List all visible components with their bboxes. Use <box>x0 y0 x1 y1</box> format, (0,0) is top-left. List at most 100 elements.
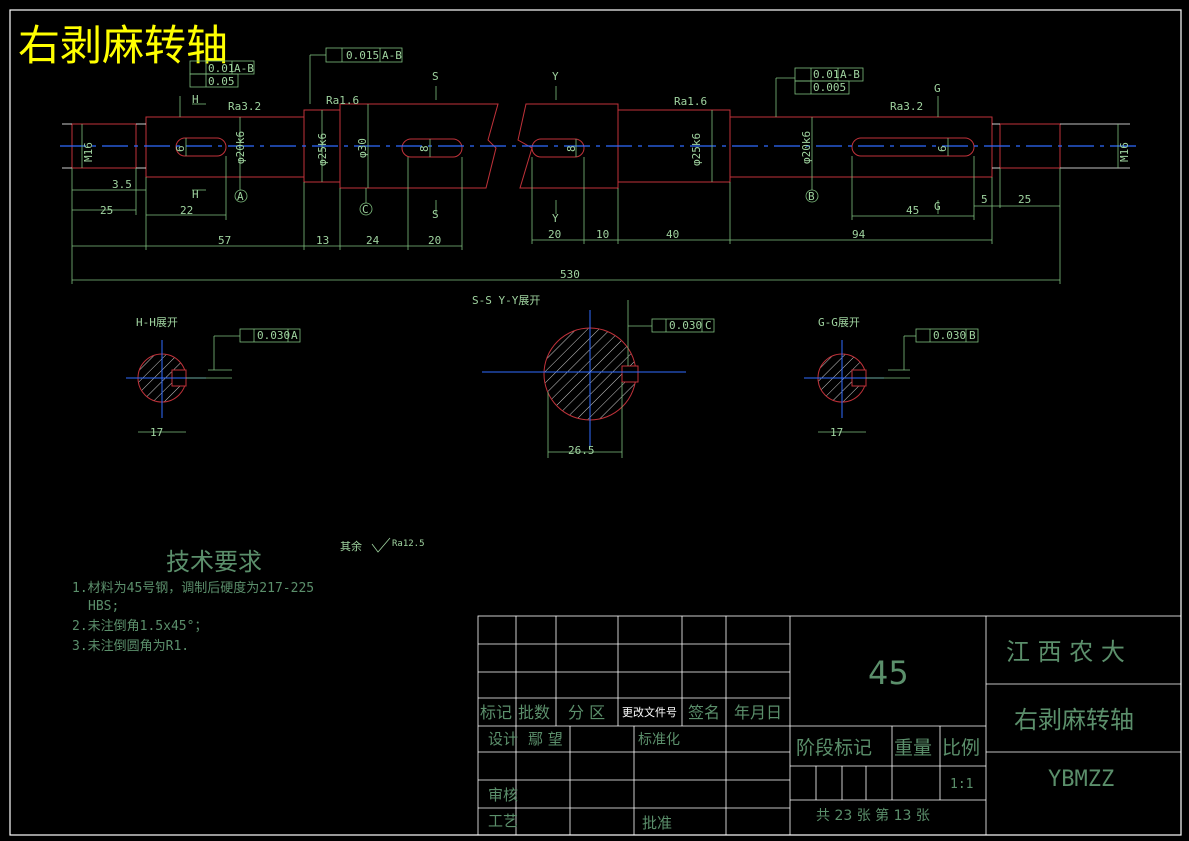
process-label: 工艺 <box>488 812 518 830</box>
ratio-label: 比例 <box>942 737 980 759</box>
dim-m16-right: M16 <box>1118 142 1131 162</box>
section-gg-view <box>804 335 916 433</box>
drawing-title: 右剥麻转轴 <box>18 21 228 70</box>
datum-b-circle <box>805 189 819 203</box>
section-g-top: G <box>934 82 941 95</box>
row-label-sign: 签名 <box>688 703 720 722</box>
row-label-zone: 分 区 <box>568 703 605 722</box>
tol-sym-1-ref: A <box>291 329 298 342</box>
dim-22: 22 <box>180 204 193 217</box>
datum-c-circle <box>359 202 373 216</box>
dim-3-5: 3.5 <box>112 178 132 191</box>
dim-phi20-left: φ20k6 <box>234 131 247 164</box>
dim-phi25-right: φ25k6 <box>690 133 703 166</box>
row-label-change-doc: 更改文件号 <box>622 705 677 719</box>
roughness-1: Ra3.2 <box>228 100 261 113</box>
dim-10: 10 <box>596 228 609 241</box>
dim-keyway-6-right: 6 <box>936 145 949 152</box>
dim-20-b: 20 <box>548 228 561 241</box>
dim-45: 45 <box>906 204 919 217</box>
designer-name: 鄢 望 <box>528 730 563 748</box>
material-value: 45 <box>868 654 909 692</box>
dim-m16-left: M16 <box>82 142 95 162</box>
tol-runout-2-ref: A-B <box>234 62 254 75</box>
roughness-symbol <box>371 537 391 553</box>
tol-cyl-2: 0.005 <box>813 81 846 94</box>
dim-57: 57 <box>218 234 231 247</box>
dim-20-a: 20 <box>428 234 441 247</box>
rest-roughness-value: Ra12.5 <box>392 539 425 549</box>
dim-keyway-8-b: 8 <box>565 145 578 152</box>
roughness-3: Ra1.6 <box>674 95 707 108</box>
row-label-date: 年月日 <box>734 703 782 722</box>
section-s-bottom: S <box>432 208 439 221</box>
design-label: 设计 <box>488 730 518 748</box>
tech-item-3: 3.未注倒圆角为R1. <box>72 639 189 654</box>
section-hh-width: 17 <box>150 426 163 439</box>
section-gg-label: G-G展开 <box>818 316 860 329</box>
tech-item-1b: HBS; <box>88 599 119 614</box>
section-gg-width: 17 <box>830 426 843 439</box>
section-ss-width: 26.5 <box>568 444 595 457</box>
tech-heading: 技术要求 <box>166 548 262 576</box>
tol-sym-2: 0.030 <box>669 319 702 332</box>
tol-sym-3-ref: B <box>969 329 976 342</box>
scale-value: 1:1 <box>950 777 973 792</box>
section-hh-label: H-H展开 <box>136 316 178 329</box>
dim-phi25-left: φ25k6 <box>316 133 329 166</box>
section-y-bottom: Y <box>552 212 559 225</box>
review-label: 审核 <box>488 786 518 804</box>
datum-a-circle <box>234 189 248 203</box>
title-block-grid <box>477 615 1182 836</box>
school-name: 江 西 农 大 <box>1006 638 1125 666</box>
stage-label: 阶段标记 <box>796 737 872 759</box>
tol-sym-1: 0.030 <box>257 329 290 342</box>
dim-13: 13 <box>316 234 329 247</box>
dim-5: 5 <box>981 193 988 206</box>
row-label-mark: 标记 <box>480 703 512 722</box>
weight-label: 重量 <box>894 737 932 759</box>
dimension-lines <box>71 54 1119 284</box>
section-h-bottom: H <box>192 188 199 201</box>
tol-sym-3: 0.030 <box>933 329 966 342</box>
section-y-top: Y <box>552 70 559 83</box>
dim-24: 24 <box>366 234 380 247</box>
dim-25-right: 25 <box>1018 193 1031 206</box>
dim-94: 94 <box>852 228 866 241</box>
tol-runout-2: 0.01 <box>208 62 235 75</box>
tolerance-frames <box>189 47 979 343</box>
dim-keyway-6-left: 6 <box>174 145 187 152</box>
dim-keyway-8-a: 8 <box>418 145 431 152</box>
section-ss-view <box>482 300 686 458</box>
datum-b-label: B <box>808 190 815 203</box>
section-g-bottom: G <box>934 200 941 213</box>
roughness-2: Ra1.6 <box>326 94 359 107</box>
datum-a-label: A <box>237 190 244 203</box>
rest-roughness-label: 其余 <box>340 539 362 553</box>
section-hh-view <box>126 335 240 433</box>
tech-item-1: 1.材料为45号钢，调制后硬度为217-225 <box>72 580 314 596</box>
dim-phi20-right: φ20k6 <box>800 131 813 164</box>
dim-530: 530 <box>560 268 580 281</box>
sheet-count: 共 23 张 第 13 张 <box>816 807 930 824</box>
tol-runout-3: 0.01 <box>813 68 840 81</box>
roughness-4: Ra3.2 <box>890 100 923 113</box>
approve-label: 批准 <box>642 814 672 832</box>
dim-25-left: 25 <box>100 204 113 217</box>
tol-runout-3-ref: A-B <box>840 68 860 81</box>
drawing-code: YBMZZ <box>1048 767 1114 792</box>
section-ss-label: S-S Y-Y展开 <box>472 294 540 307</box>
section-s-top: S <box>432 70 439 83</box>
dim-phi30: φ30 <box>356 138 369 158</box>
tol-sym-2-ref: C <box>705 319 712 332</box>
part-name: 右剥麻转轴 <box>1014 706 1134 734</box>
standard-label: 标准化 <box>638 732 680 748</box>
datum-c-label: C <box>362 203 369 216</box>
tol-runout-1: 0.015 <box>346 49 379 62</box>
dim-40: 40 <box>666 228 679 241</box>
tech-item-2: 2.未注倒角1.5x45°； <box>72 619 207 634</box>
section-h-top: H <box>192 93 199 106</box>
tol-cyl-1: 0.05 <box>208 75 235 88</box>
row-label-count: 批数 <box>518 703 550 722</box>
